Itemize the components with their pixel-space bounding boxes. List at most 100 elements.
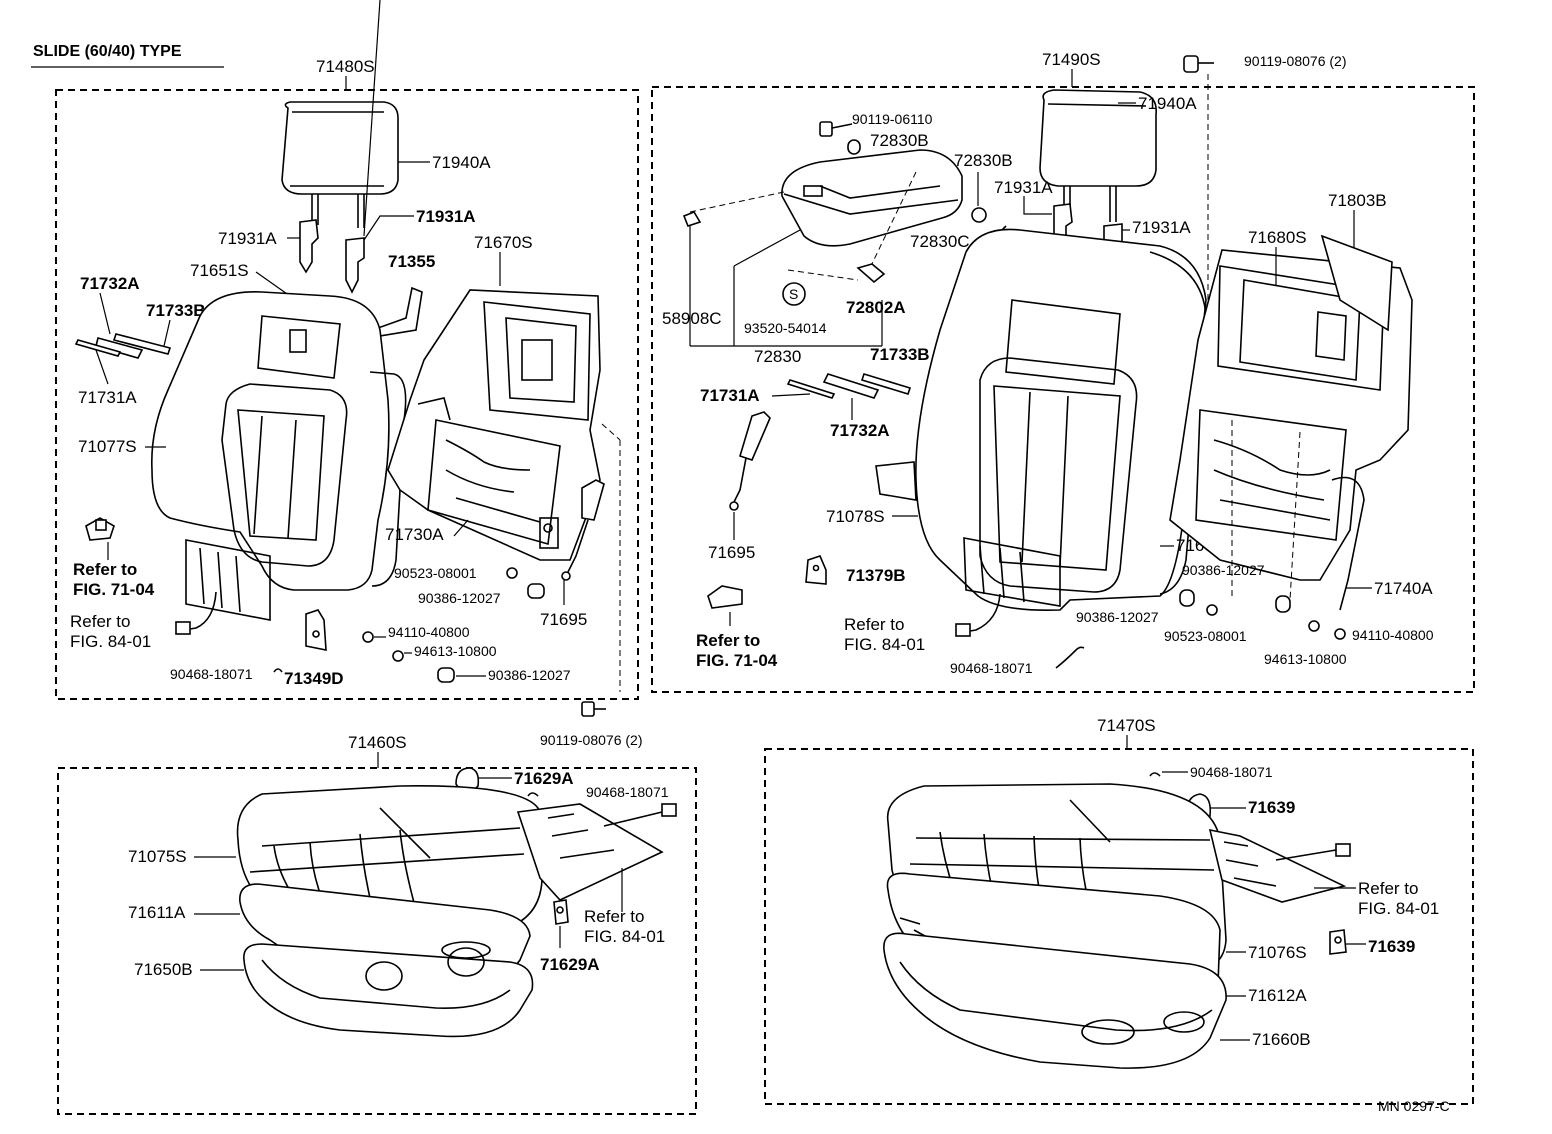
- part-label-90523-08001-left: 90523-08001: [394, 565, 477, 581]
- left-bolt-90119: [581, 701, 606, 717]
- ref-refer-to-7104-right: Refer to: [696, 631, 760, 650]
- right-lock-lever: [729, 411, 771, 511]
- left-headrest: [281, 101, 399, 228]
- part-label-71931A: 71931A: [218, 229, 277, 248]
- right-cushion-board: [1208, 828, 1351, 903]
- part-label-90386-12027-right-a: 90386-12027: [1182, 562, 1265, 578]
- part-label-71650B: 71650B: [134, 960, 193, 979]
- part-label-71612A: 71612A: [1248, 986, 1307, 1005]
- ref-refer-to-8401-c: Refer to: [584, 907, 644, 926]
- part-label-71629A-b: 71629A: [540, 955, 600, 974]
- left-cushion-clip-90468: [527, 792, 539, 797]
- part-label-72830: 72830: [754, 347, 801, 366]
- part-label-71639-a: 71639: [1248, 798, 1295, 817]
- part-label-71680S: 71680S: [1248, 228, 1307, 247]
- leader: [363, 215, 414, 241]
- set-mark-s: S: [789, 286, 798, 302]
- part-label-90119-08076-right: 90119-08076 (2): [1244, 53, 1346, 69]
- right-trim-71732A: [822, 373, 880, 399]
- group-label-71490S: 71490S: [1042, 50, 1101, 69]
- left-bracket-71349D: [305, 609, 327, 651]
- group-label-71480S: 71480S: [316, 57, 375, 76]
- right-nut-94110: [1334, 628, 1346, 640]
- right-hinge-bracket: [707, 585, 743, 609]
- part-label-58908C: 58908C: [662, 309, 722, 328]
- armrest-clip-left: [682, 211, 702, 227]
- part-label-71078S: 71078S: [826, 507, 885, 526]
- right-nut-90523: [1206, 604, 1218, 616]
- part-label-71611A: 71611A: [128, 903, 186, 922]
- leader: [95, 349, 109, 385]
- left-bracket-71355: [377, 286, 423, 337]
- part-label-71940A: 71940A: [432, 153, 491, 172]
- bushing-90386: [527, 583, 545, 599]
- part-label-71075S: 71075S: [128, 847, 187, 866]
- part-label-71931A-right-b: 71931A: [1132, 218, 1191, 237]
- part-label-71639-b: 71639: [1368, 937, 1415, 956]
- part-label-71076S: 71076S: [1248, 943, 1307, 962]
- leader: [363, 0, 381, 237]
- right-seatback-cover: [875, 228, 1207, 612]
- set-mark-circle: [782, 282, 806, 306]
- part-label-71651S: 71651S: [190, 261, 249, 280]
- part-label-90386-12027-right-b: 90386-12027: [1076, 609, 1159, 625]
- ref-fig-7104-right: FIG. 71-04: [696, 651, 778, 670]
- part-label-71931A-right-a: 71931A: [994, 178, 1053, 197]
- part-label-90119-06110: 90119-06110: [852, 111, 933, 127]
- part-label-90386-12027-left: 90386-12027: [418, 590, 501, 606]
- right-bushing-90386-a: [1179, 589, 1195, 607]
- part-label-71732A: 71732A: [80, 274, 140, 293]
- armrest-bolt: [819, 121, 853, 137]
- left-cushion-frame: [243, 943, 534, 1038]
- left-harness: [175, 591, 217, 635]
- left-headrest-support-b: [345, 237, 365, 294]
- ref-fig-8401-d: FIG. 84-01: [1358, 899, 1439, 918]
- right-trim-71733B: [860, 373, 912, 395]
- part-label-90468-18071-d: 90468-18071: [1190, 764, 1273, 780]
- part-label-72830C: 72830C: [910, 232, 970, 251]
- group-box-rear-back-right: [651, 86, 1475, 693]
- part-label-90386-12027-left-b: 90386-12027: [488, 667, 571, 683]
- left-cushion-board: [516, 803, 677, 901]
- part-label-71695-left: 71695: [540, 610, 587, 629]
- part-label-71931A-b: 71931A: [416, 207, 476, 226]
- left-seatback-frame: [387, 289, 601, 561]
- part-label-71940A-right: 71940A: [1138, 94, 1197, 113]
- group-label-71470S: 71470S: [1097, 716, 1156, 735]
- part-label-71629A-a: 71629A: [514, 769, 574, 788]
- part-label-71732A-right: 71732A: [830, 421, 890, 440]
- clip-90468: [273, 668, 283, 673]
- right-board-71803B: [1320, 234, 1393, 332]
- right-bracket-71379B: [805, 555, 827, 585]
- right-cushion-clip-90468: [1149, 772, 1161, 777]
- part-label-71803B: 71803B: [1328, 191, 1387, 210]
- leader: [771, 393, 811, 397]
- left-trim-strips: [74, 333, 172, 359]
- right-washer-94613: [1308, 620, 1320, 632]
- part-label-71730A: 71730A: [385, 525, 444, 544]
- ref-fig-8401-c: FIG. 84-01: [584, 927, 665, 946]
- part-label-71349D: 71349D: [284, 669, 344, 688]
- part-label-71731A-right: 71731A: [700, 386, 760, 405]
- part-label-72830B-a: 72830B: [870, 131, 929, 150]
- ref-fig-7104: FIG. 71-04: [73, 580, 155, 599]
- part-label-72802A: 72802A: [846, 298, 906, 317]
- hidden-line: [601, 423, 621, 441]
- right-clip-90468: [1055, 646, 1085, 669]
- part-label-71355: 71355: [388, 252, 435, 271]
- hidden-line: [689, 191, 785, 213]
- part-label-94110-40800-left: 94110-40800: [388, 624, 470, 640]
- group-label-71460S: 71460S: [348, 733, 407, 752]
- part-label-94613-10800-left: 94613-10800: [414, 643, 497, 659]
- leader: [733, 229, 801, 267]
- right-bolt-90119: [1183, 55, 1214, 73]
- armrest: [781, 149, 963, 247]
- part-label-71733B-right: 71733B: [870, 345, 930, 364]
- part-label-93520-54014: 93520-54014: [744, 320, 827, 336]
- group-box-rear-back-left: [55, 89, 639, 700]
- leader: [255, 271, 291, 297]
- part-label-71077S: 71077S: [78, 437, 137, 456]
- armrest-bushing-b: [971, 207, 987, 223]
- ref-refer-to-7104: Refer to: [73, 560, 137, 579]
- ref-refer-to-8401: Refer to: [70, 612, 130, 631]
